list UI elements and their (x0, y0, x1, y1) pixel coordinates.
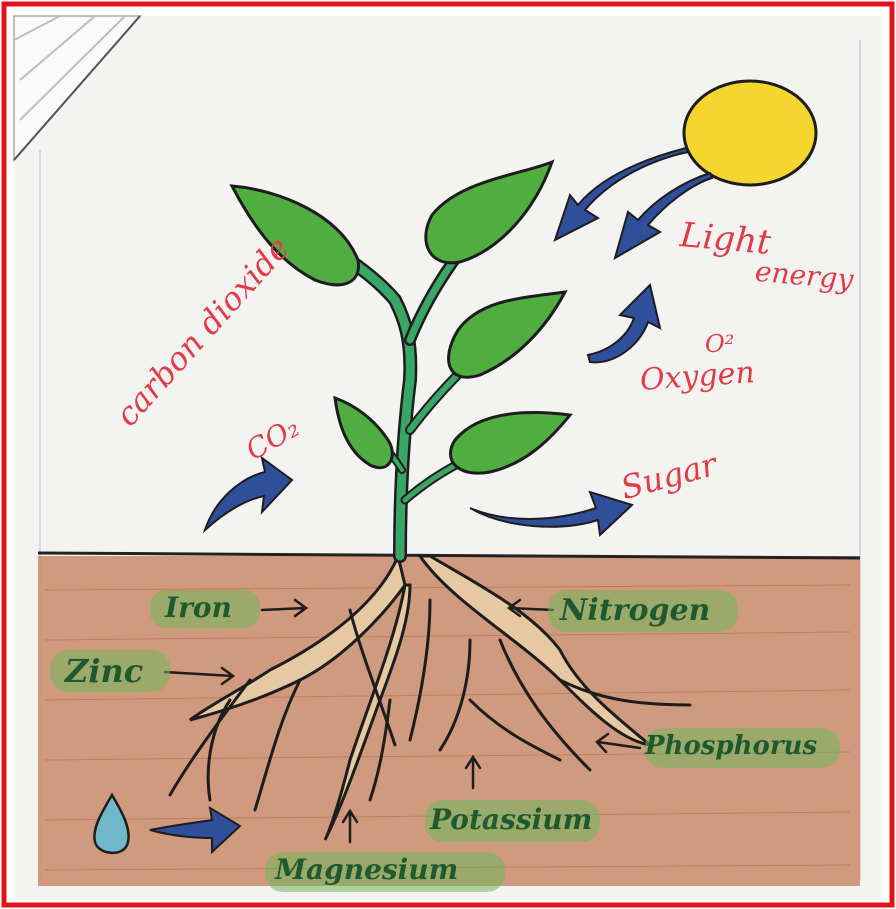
label-o2: O² (705, 332, 734, 356)
label-zinc: Zinc (65, 655, 143, 687)
label-energy: energy (754, 258, 854, 294)
label-potassium: Potassium (430, 806, 592, 834)
label-oxygen: Oxygen (639, 358, 756, 396)
label-iron: Iron (165, 594, 232, 622)
label-phosphorus: Phosphorus (645, 733, 817, 759)
sun-icon (684, 81, 816, 185)
label-light: Light (679, 218, 772, 260)
label-nitrogen: Nitrogen (560, 596, 710, 626)
label-magnesium: Magnesium (275, 856, 458, 884)
